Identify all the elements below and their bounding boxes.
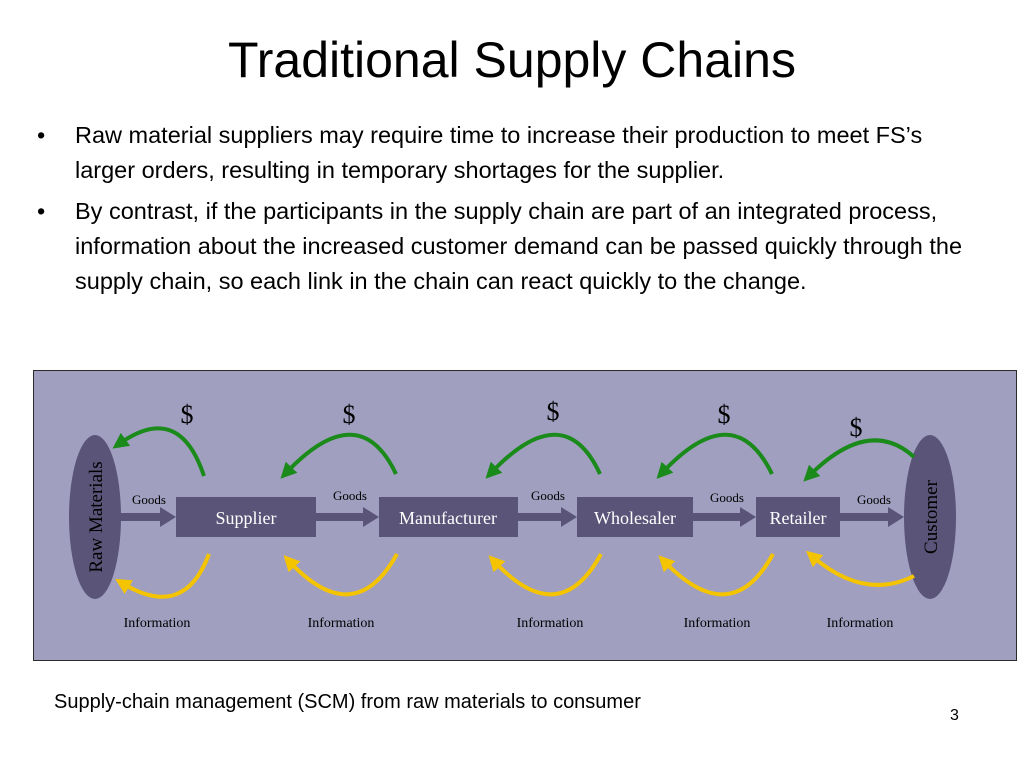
goods-label: Goods (531, 488, 565, 503)
goods-arrow-head (363, 507, 379, 527)
goods-label: Goods (710, 490, 744, 505)
information-arrow (805, 550, 915, 587)
money-label: $ (181, 400, 194, 429)
manufacturer-node: Manufacturer (379, 497, 518, 537)
information-arrow (115, 553, 211, 599)
money-label: $ (547, 397, 560, 426)
bullet-list: • Raw material suppliers may require tim… (34, 118, 984, 305)
money-arrows (112, 426, 916, 482)
money-arrow (280, 432, 398, 479)
goods-arrow-head (740, 507, 756, 527)
page-number: 3 (950, 707, 959, 724)
supplier-label: Supplier (216, 508, 277, 528)
customer-node (904, 435, 956, 599)
money-label: $ (343, 400, 356, 429)
information-arrow (488, 553, 603, 597)
goods-arrow-head (561, 507, 577, 527)
raw-materials-label: Raw Materials (86, 461, 107, 572)
supply-chain-diagram: Raw Materials Customer Supplier Manufact… (33, 370, 1017, 661)
money-label: $ (850, 413, 863, 442)
information-label: Information (684, 616, 751, 631)
retailer-label: Retailer (770, 508, 827, 528)
information-arrows (115, 550, 915, 599)
bullet-icon: • (37, 122, 46, 148)
goods-arrows (119, 507, 904, 527)
money-arrow (803, 438, 916, 482)
information-label: Information (827, 616, 894, 631)
information-label: Information (124, 616, 191, 631)
information-label: Information (517, 616, 584, 631)
slide-title: Traditional Supply Chains (228, 32, 796, 88)
wholesaler-node: Wholesaler (577, 497, 693, 537)
money-arrow (485, 432, 602, 479)
goods-arrow-head (888, 507, 904, 527)
money-arrow (656, 432, 774, 479)
bullet-text: Raw material suppliers may require time … (75, 122, 923, 183)
goods-arrow-head (160, 507, 176, 527)
wholesaler-label: Wholesaler (594, 508, 676, 528)
bullet-item: • By contrast, if the participants in th… (34, 194, 984, 299)
customer-label: Customer (921, 479, 942, 554)
supplier-node: Supplier (176, 497, 316, 537)
bullet-text: By contrast, if the participants in the … (75, 198, 963, 294)
money-label: $ (718, 400, 731, 429)
goods-label: Goods (132, 492, 166, 507)
goods-label: Goods (333, 488, 367, 503)
information-label: Information (308, 616, 375, 631)
raw-materials-node (69, 435, 121, 599)
information-arrow (283, 553, 399, 597)
information-arrow (658, 553, 775, 597)
bullet-item: • Raw material suppliers may require tim… (34, 118, 984, 188)
diagram-caption: Supply-chain management (SCM) from raw m… (54, 691, 641, 713)
manufacturer-label: Manufacturer (399, 508, 497, 528)
goods-label: Goods (857, 492, 891, 507)
bullet-icon: • (37, 198, 46, 224)
supply-chain-canvas: Raw Materials Customer Supplier Manufact… (69, 397, 956, 631)
retailer-node: Retailer (756, 497, 840, 537)
money-arrow (112, 426, 206, 477)
